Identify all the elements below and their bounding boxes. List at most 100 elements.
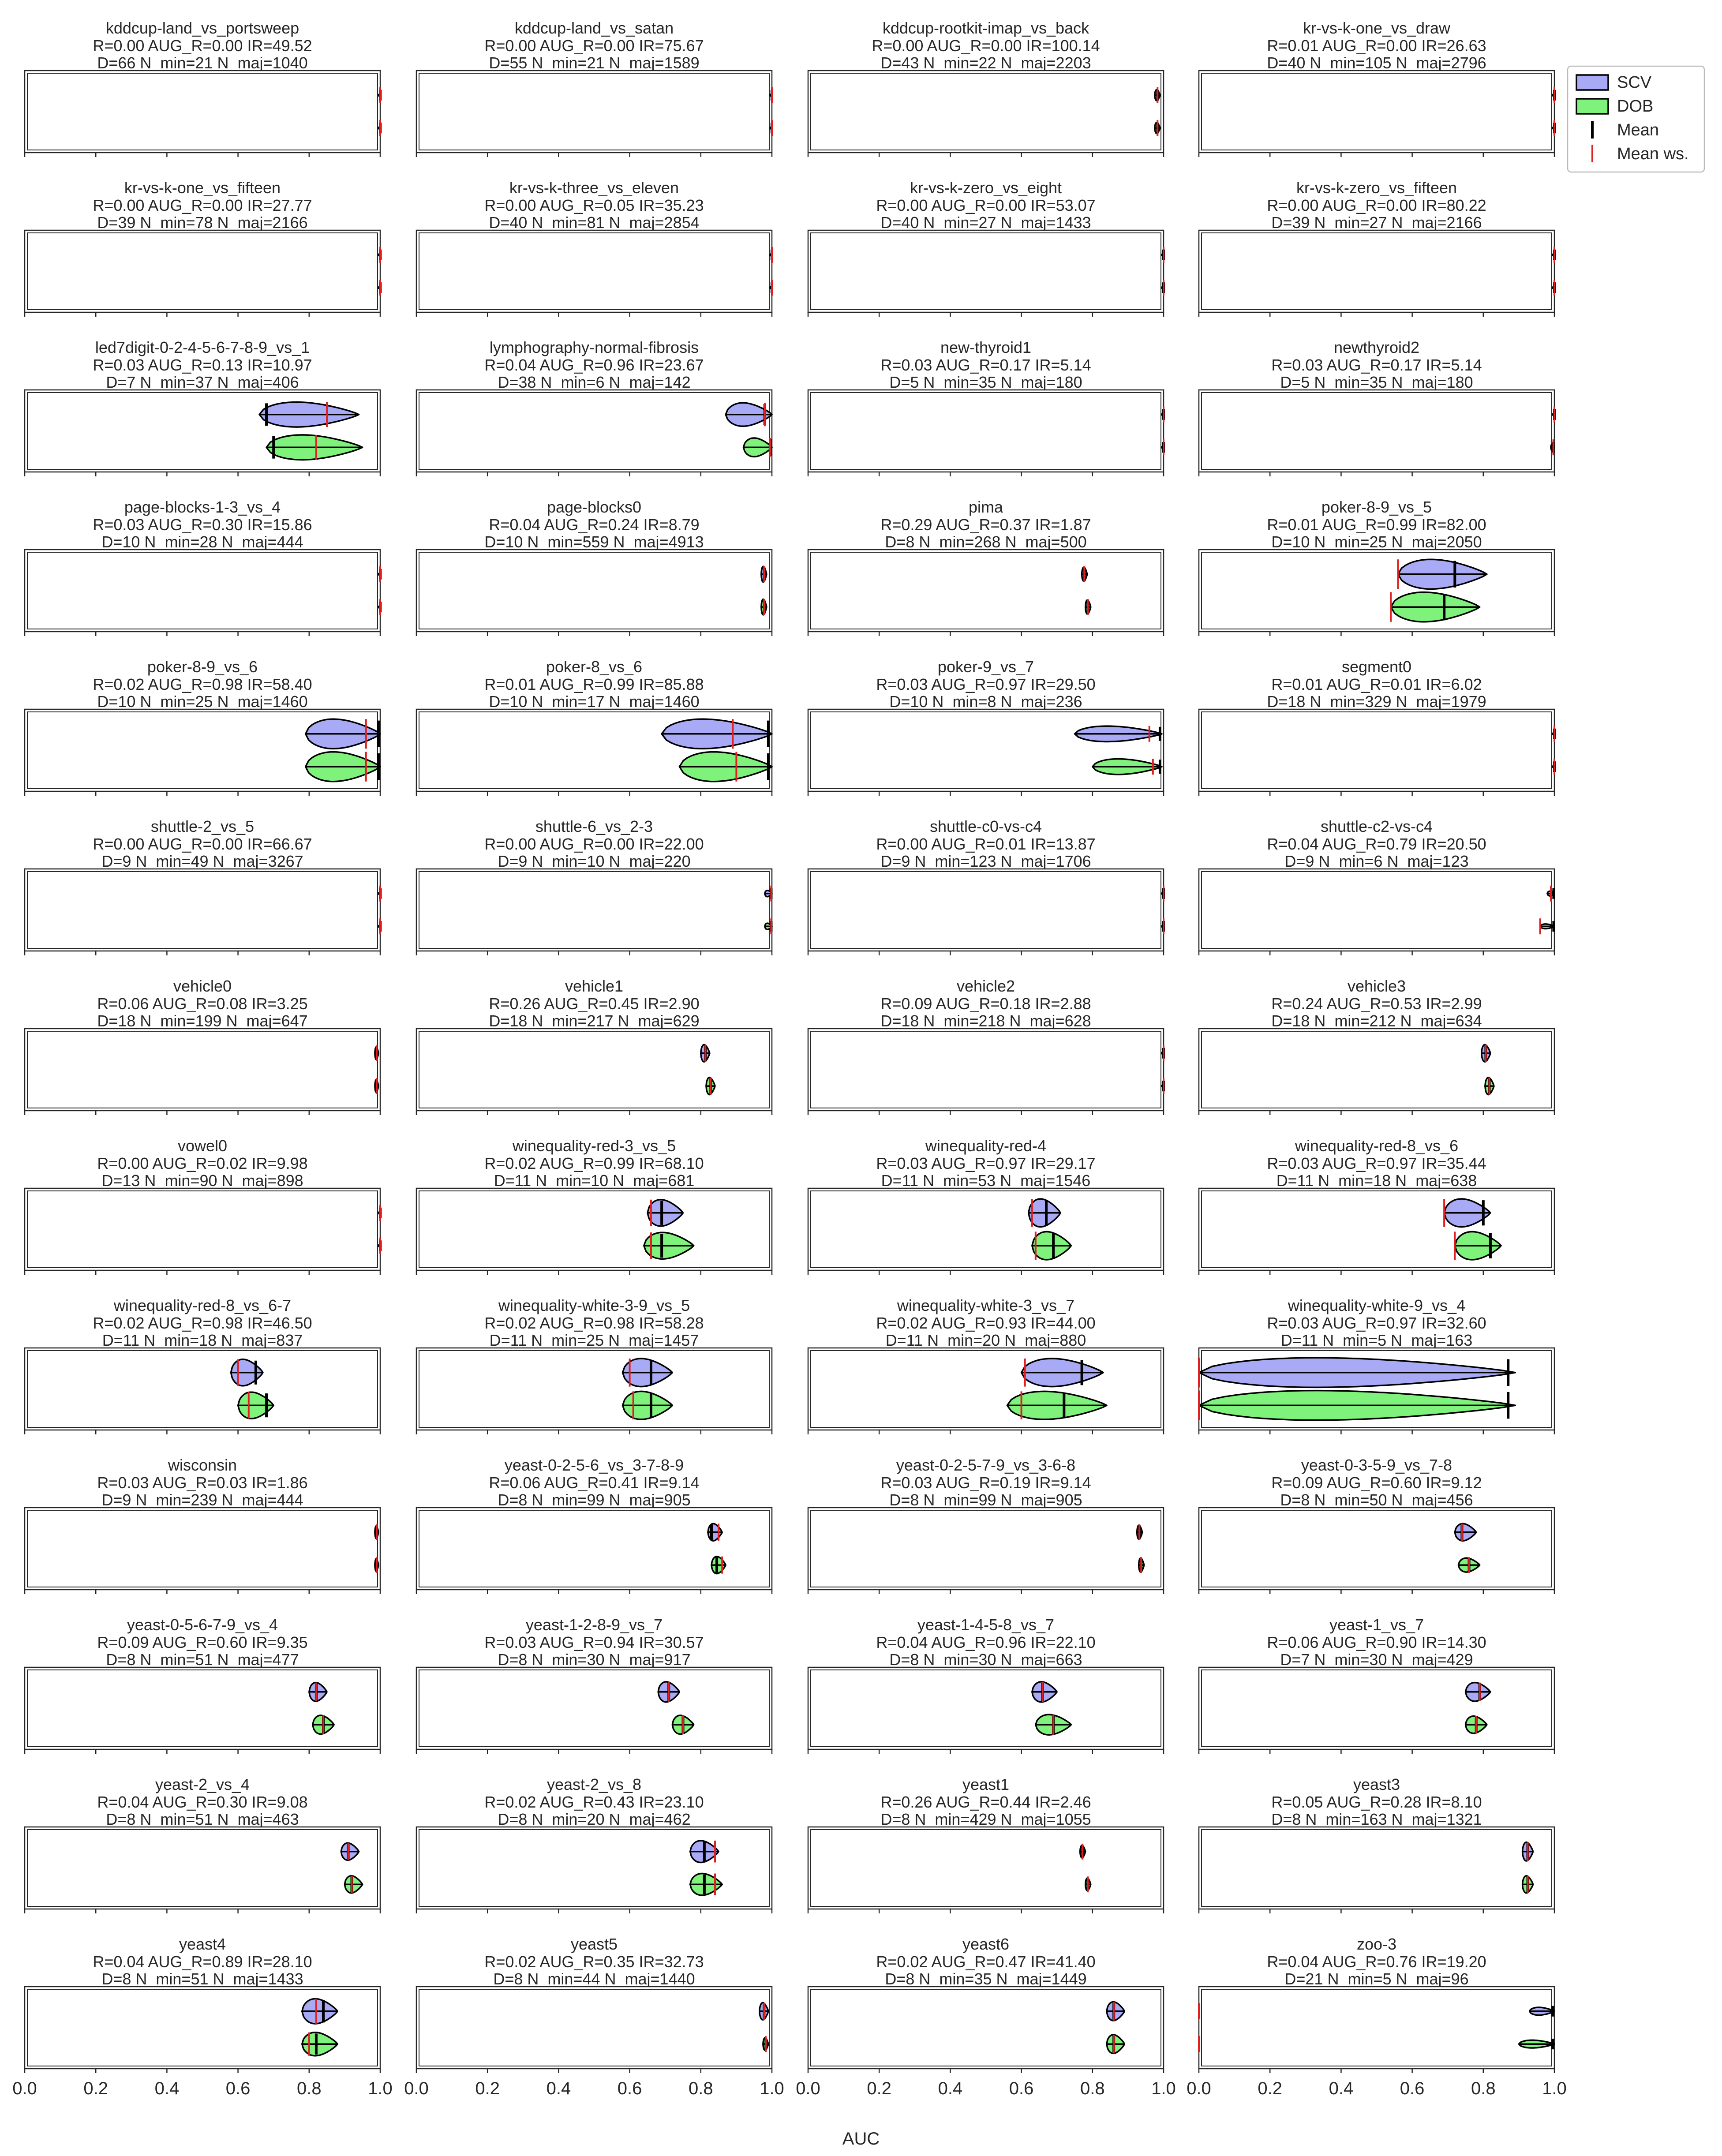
panel-inner-frame [419,711,770,789]
panel: yeast-1_vs_7R=0.06 AUG_R=0.90 IR=14.30D=… [1198,1616,1555,1754]
legend-label: Mean [1617,121,1659,139]
panel-dims: D=13 N_min=90 N_maj=898 [101,1172,303,1190]
panel-title: kddcup-rootkit-imap_vs_back [883,19,1089,37]
panel-frame [807,1507,1164,1591]
panel-title: page-blocks0 [547,498,641,516]
panel-title: yeast-2_vs_8 [547,1775,641,1793]
panel-dims: D=9 N_min=10 N_maj=220 [498,852,690,870]
x-tick-label: 0.8 [1080,2079,1105,2098]
panel-dims: D=7 N_min=30 N_maj=429 [1280,1651,1473,1669]
panel-inner-frame [27,1829,378,1907]
x-tick-label: 0.8 [297,2079,322,2098]
panel-dims: D=18 N_min=329 N_maj=1979 [1267,692,1486,711]
panel-frame [807,1187,1164,1271]
panel: winequality-red-8_vs_6R=0.03 AUG_R=0.97 … [1198,1137,1555,1275]
panel-title: yeast4 [179,1935,226,1953]
panel-stats: R=0.09 AUG_R=0.18 IR=2.88 [880,995,1091,1013]
panel-inner-frame [810,711,1161,789]
panel-dims: D=9 N_min=6 N_maj=123 [1284,852,1468,870]
panel: yeast-2_vs_4R=0.04 AUG_R=0.30 IR=9.08D=8… [24,1775,381,1913]
panel-title: led7digit-0-2-4-5-6-7-8-9_vs_1 [95,338,310,356]
x-tick-label: 0.4 [1329,2079,1354,2098]
panel-stats: R=0.03 AUG_R=0.17 IR=5.14 [880,356,1091,374]
panel-stats: R=0.02 AUG_R=0.98 IR=58.28 [484,1314,704,1332]
panel-frame [807,549,1164,633]
panel-stats: R=0.00 AUG_R=0.00 IR=80.22 [1267,196,1486,214]
legend-swatch [1576,98,1609,115]
panel-dims: D=39 N_min=27 N_maj=2166 [1271,213,1482,232]
panel-stats: R=0.01 AUG_R=0.99 IR=85.88 [484,675,704,693]
x-tick-label: 1.0 [368,2079,393,2098]
panel: yeast-1-2-8-9_vs_7R=0.03 AUG_R=0.94 IR=3… [416,1616,773,1754]
legend-entry: SCV [1576,73,1652,92]
panel-stats: R=0.00 AUG_R=0.01 IR=13.87 [876,835,1095,853]
panel-inner-frame [419,1350,770,1428]
panel-stats: R=0.06 AUG_R=0.08 IR=3.25 [97,995,307,1013]
panel: winequality-white-3_vs_7R=0.02 AUG_R=0.9… [807,1296,1164,1434]
panel-frame [807,1986,1164,2070]
panel-inner-frame [27,1669,378,1747]
panel-title: kr-vs-k-one_vs_draw [1303,19,1451,37]
panel-title: vehicle1 [565,977,623,995]
panel-inner-frame [1201,711,1552,789]
panel-stats: R=0.03 AUG_R=0.97 IR=35.44 [1267,1154,1486,1172]
panel-frame [24,868,381,952]
panel-frame [24,1187,381,1271]
panel-dims: D=11 N_min=5 N_maj=163 [1281,1331,1473,1349]
panel-title: poker-9_vs_7 [938,658,1034,676]
legend-box [1567,65,1705,173]
panel-frame [807,389,1164,473]
panel-inner-frame [810,1989,1161,2066]
panel-inner-frame [810,232,1161,310]
panel-frame [24,1986,381,2070]
panel-stats: R=0.04 AUG_R=0.96 IR=22.10 [876,1633,1095,1651]
panel-dims: D=8 N_min=51 N_maj=477 [106,1651,299,1669]
panel-title: shuttle-6_vs_2-3 [535,817,653,835]
panel-stats: R=0.00 AUG_R=0.00 IR=49.52 [93,37,312,55]
panel-inner-frame [1201,232,1552,310]
panel-title: yeast-0-3-5-9_vs_7-8 [1301,1456,1452,1474]
panel-frame [24,1028,381,1112]
legend-label: Mean ws. [1617,145,1689,163]
legend-entry: DOB [1576,97,1653,116]
panel: poker-8-9_vs_5R=0.01 AUG_R=0.99 IR=82.00… [1198,498,1555,636]
panel-title: yeast1 [962,1775,1009,1793]
panel-inner-frame [27,871,378,949]
panel-title: new-thyroid1 [940,338,1031,356]
panel-inner-frame [27,1350,378,1428]
panel-dims: D=8 N_min=35 N_maj=1449 [885,1970,1086,1988]
panel: yeast-0-2-5-6_vs_3-7-8-9R=0.06 AUG_R=0.4… [416,1456,773,1594]
panel: shuttle-c2-vs-c4R=0.04 AUG_R=0.79 IR=20.… [1198,817,1555,955]
panel-frame [1198,1986,1555,2070]
panel-stats: R=0.00 AUG_R=0.00 IR=27.77 [93,196,312,214]
panel-dims: D=10 N_min=17 N_maj=1460 [489,692,699,711]
panel-title: pima [969,498,1003,516]
panel-dims: D=18 N_min=218 N_maj=628 [880,1012,1091,1030]
panel-dims: D=8 N_min=50 N_maj=456 [1280,1491,1473,1509]
panel-stats: R=0.05 AUG_R=0.28 IR=8.10 [1271,1793,1482,1811]
panel-inner-frame [810,871,1161,949]
panel-inner-frame [27,1031,378,1108]
panel-frame [416,868,773,952]
panel-stats: R=0.02 AUG_R=0.35 IR=32.73 [484,1953,704,1971]
x-tick-label: 0.0 [796,2079,820,2098]
panel: winequality-red-8_vs_6-7R=0.02 AUG_R=0.9… [24,1296,381,1434]
panel-inner-frame [27,232,378,310]
panel-title: winequality-red-4 [925,1137,1046,1155]
panel-inner-frame [810,552,1161,629]
panel-frame [1198,549,1555,633]
panel-stats: R=0.00 AUG_R=0.00 IR=66.67 [93,835,312,853]
x-tick-label: 0.2 [1258,2079,1282,2098]
panel-inner-frame [27,1190,378,1268]
panel-frame [1198,70,1555,153]
x-tick-label: 0.4 [155,2079,180,2098]
x-tick-label: 1.0 [1151,2079,1176,2098]
panel-inner-frame [810,1829,1161,1907]
x-tick-label: 0.4 [938,2079,963,2098]
